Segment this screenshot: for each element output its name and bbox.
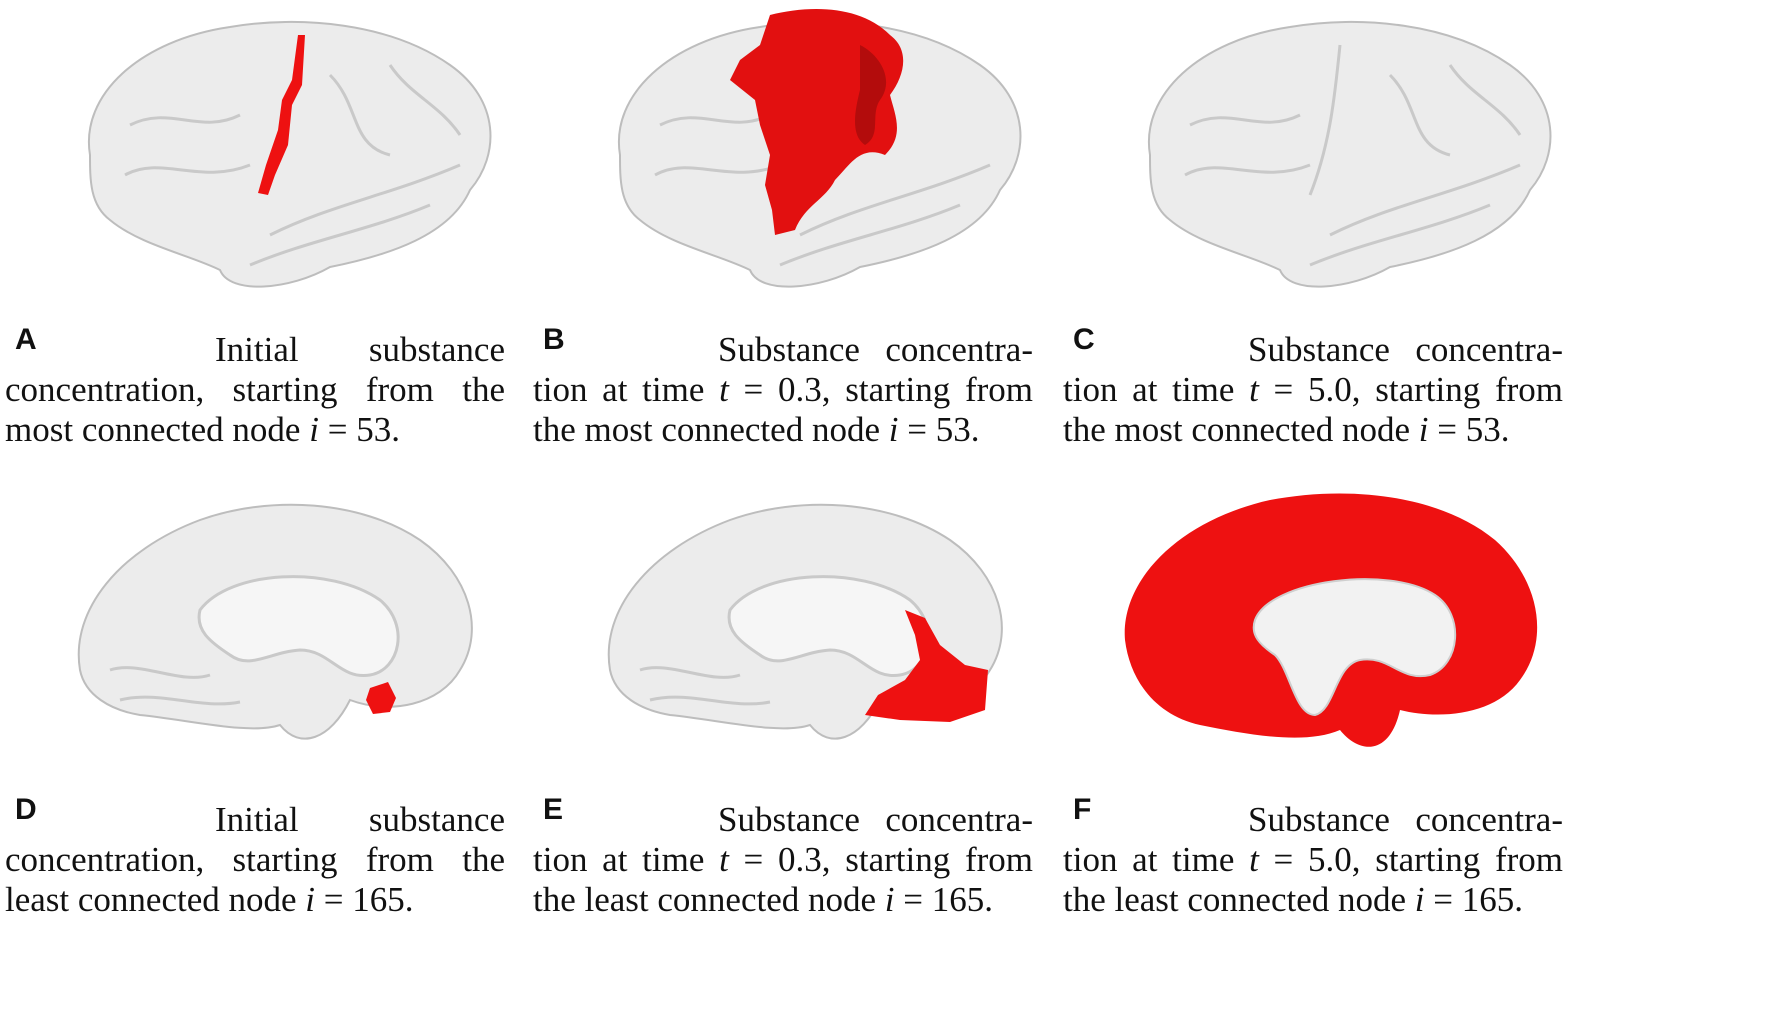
brain-lateral-b [560,5,1080,305]
panel-label-d: D [15,793,37,826]
panel-label-f: F [1073,793,1092,826]
panel-label-a: A [15,323,37,356]
panel-label-c: C [1073,323,1095,356]
brain-medial-d [30,470,550,770]
caption-a: A Initial substance concentration, start… [5,323,505,450]
brain-lateral-a [30,5,550,305]
caption-f: F Substance concentra-tion at time t = 5… [1063,793,1563,920]
caption-e: E Substance concentra-tion at time t = 0… [533,793,1033,920]
panel-label-b: B [543,323,565,356]
panel-label-e: E [543,793,564,826]
caption-b: B Substance concentra-tion at time t = 0… [533,323,1033,450]
brain-lateral-c [1090,5,1610,305]
brain-medial-e [560,470,1080,770]
caption-d: D Initial substance concentration, start… [5,793,505,920]
caption-c: C Substance concentra-tion at time t = 5… [1063,323,1563,450]
brain-medial-f [1090,470,1610,770]
